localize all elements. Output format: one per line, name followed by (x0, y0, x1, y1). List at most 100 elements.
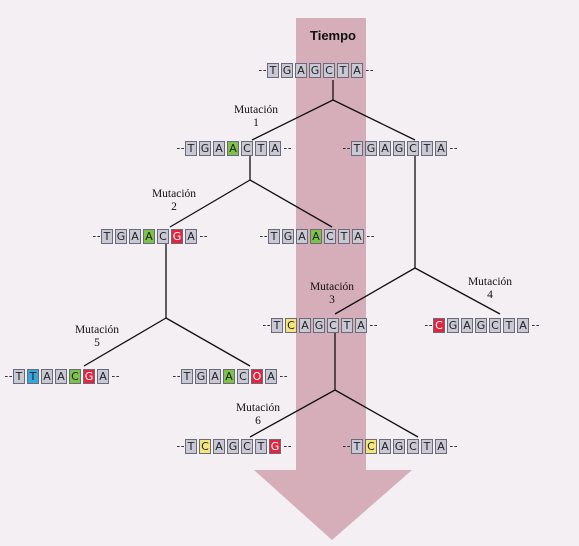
nucleotide-base: C (241, 140, 253, 156)
nucleotide-base: C (407, 140, 419, 156)
time-arrow (254, 18, 412, 540)
nucleotide-base: A (185, 228, 197, 244)
branch-line (169, 179, 251, 228)
nucleotide-base: A (295, 62, 307, 78)
nucleotide-base: C (323, 62, 335, 78)
mutation-label-5: Mutación 5 (67, 324, 127, 350)
mutation-label-1: Mutación 1 (226, 104, 286, 130)
nucleotide-base: T (255, 438, 267, 454)
mutation-word: Mutación (74, 324, 120, 336)
nucleotide-base: A (209, 368, 221, 384)
mutation-word: Mutación (151, 188, 197, 200)
nucleotide-base: C (157, 228, 169, 244)
strand-dash (93, 235, 100, 237)
nucleotide-base: C (489, 317, 501, 333)
strand-dash (280, 375, 287, 377)
nucleotide-base: O (251, 368, 263, 384)
nucleotide-base: T (421, 438, 433, 454)
nucleotide-base: A (351, 62, 363, 78)
strand-dash (259, 69, 266, 71)
nucleotide-base: A (143, 228, 155, 244)
nucleotide-base: A (265, 368, 277, 384)
nucleotide-base: A (352, 228, 364, 244)
nucleotide-base: T (351, 438, 363, 454)
mutation-label-6: Mutación 6 (228, 402, 288, 428)
strand-dash (200, 235, 207, 237)
branch-line (249, 389, 336, 438)
nucleotide-base: A (55, 368, 67, 384)
nucleotide-base: G (199, 140, 211, 156)
nucleotide-base: A (310, 228, 322, 244)
branch-line (334, 389, 419, 438)
strand-dash (177, 147, 184, 149)
mutation-number: 5 (94, 337, 100, 349)
strand-dash (366, 69, 373, 71)
strand-dash (260, 235, 267, 237)
nucleotide-base: G (171, 228, 183, 244)
nucleotide-base: C (365, 438, 377, 454)
nucleotide-base: G (269, 438, 281, 454)
nucleotide-base: A (379, 438, 391, 454)
nucleotide-base: A (223, 368, 235, 384)
nucleotide-base: G (447, 317, 459, 333)
nucleotide-base: T (181, 368, 193, 384)
branch-line (334, 267, 416, 315)
nucleotide-base: C (237, 368, 249, 384)
nucleotide-base: C (324, 228, 336, 244)
strand-dash (284, 445, 291, 447)
nucleotide-base: T (421, 140, 433, 156)
mutation-word: Mutación (309, 281, 355, 293)
branch-line (83, 317, 167, 367)
branch-line (251, 99, 334, 141)
strand-dash (284, 147, 291, 149)
nucleotide-base: T (27, 368, 39, 384)
nucleotide-base: T (13, 368, 25, 384)
mutation-word: Mutación (235, 402, 281, 414)
nucleotide-base: C (407, 438, 419, 454)
nucleotide-base: C (69, 368, 81, 384)
branch-line (249, 179, 333, 228)
nucleotide-base: A (299, 317, 311, 333)
strand-dash (5, 375, 12, 377)
mutation-word: Mutación (233, 104, 279, 116)
strand-dash (173, 375, 180, 377)
nucleotide-base: C (199, 438, 211, 454)
strand-dash (343, 147, 350, 149)
nucleotide-base: A (517, 317, 529, 333)
strand-dash (450, 445, 457, 447)
nucleotide-base: C (241, 438, 253, 454)
nucleotide-base: A (213, 438, 225, 454)
strand-dash (263, 324, 270, 326)
nucleotide-base: A (213, 140, 225, 156)
nucleotide-base: A (379, 140, 391, 156)
branch-line (165, 317, 251, 367)
strand-dash (367, 235, 374, 237)
nucleotide-base: T (338, 228, 350, 244)
nucleotide-base: T (255, 140, 267, 156)
mutation-label-2: Mutación 2 (144, 188, 204, 214)
nucleotide-base: A (461, 317, 473, 333)
nucleotide-base: T (271, 317, 283, 333)
mutation-number: 3 (329, 294, 335, 306)
mutation-number: 4 (487, 289, 493, 301)
nucleotide-base: A (296, 228, 308, 244)
nucleotide-base: A (269, 140, 281, 156)
nucleotide-base: T (267, 62, 279, 78)
strand-dash (532, 324, 539, 326)
nucleotide-base: T (351, 140, 363, 156)
strand-dash (112, 375, 119, 377)
nucleotide-base: T (337, 62, 349, 78)
mutation-number: 6 (255, 415, 261, 427)
nucleotide-base: A (227, 140, 239, 156)
nucleotide-base: T (185, 140, 197, 156)
nucleotide-base: G (195, 368, 207, 384)
